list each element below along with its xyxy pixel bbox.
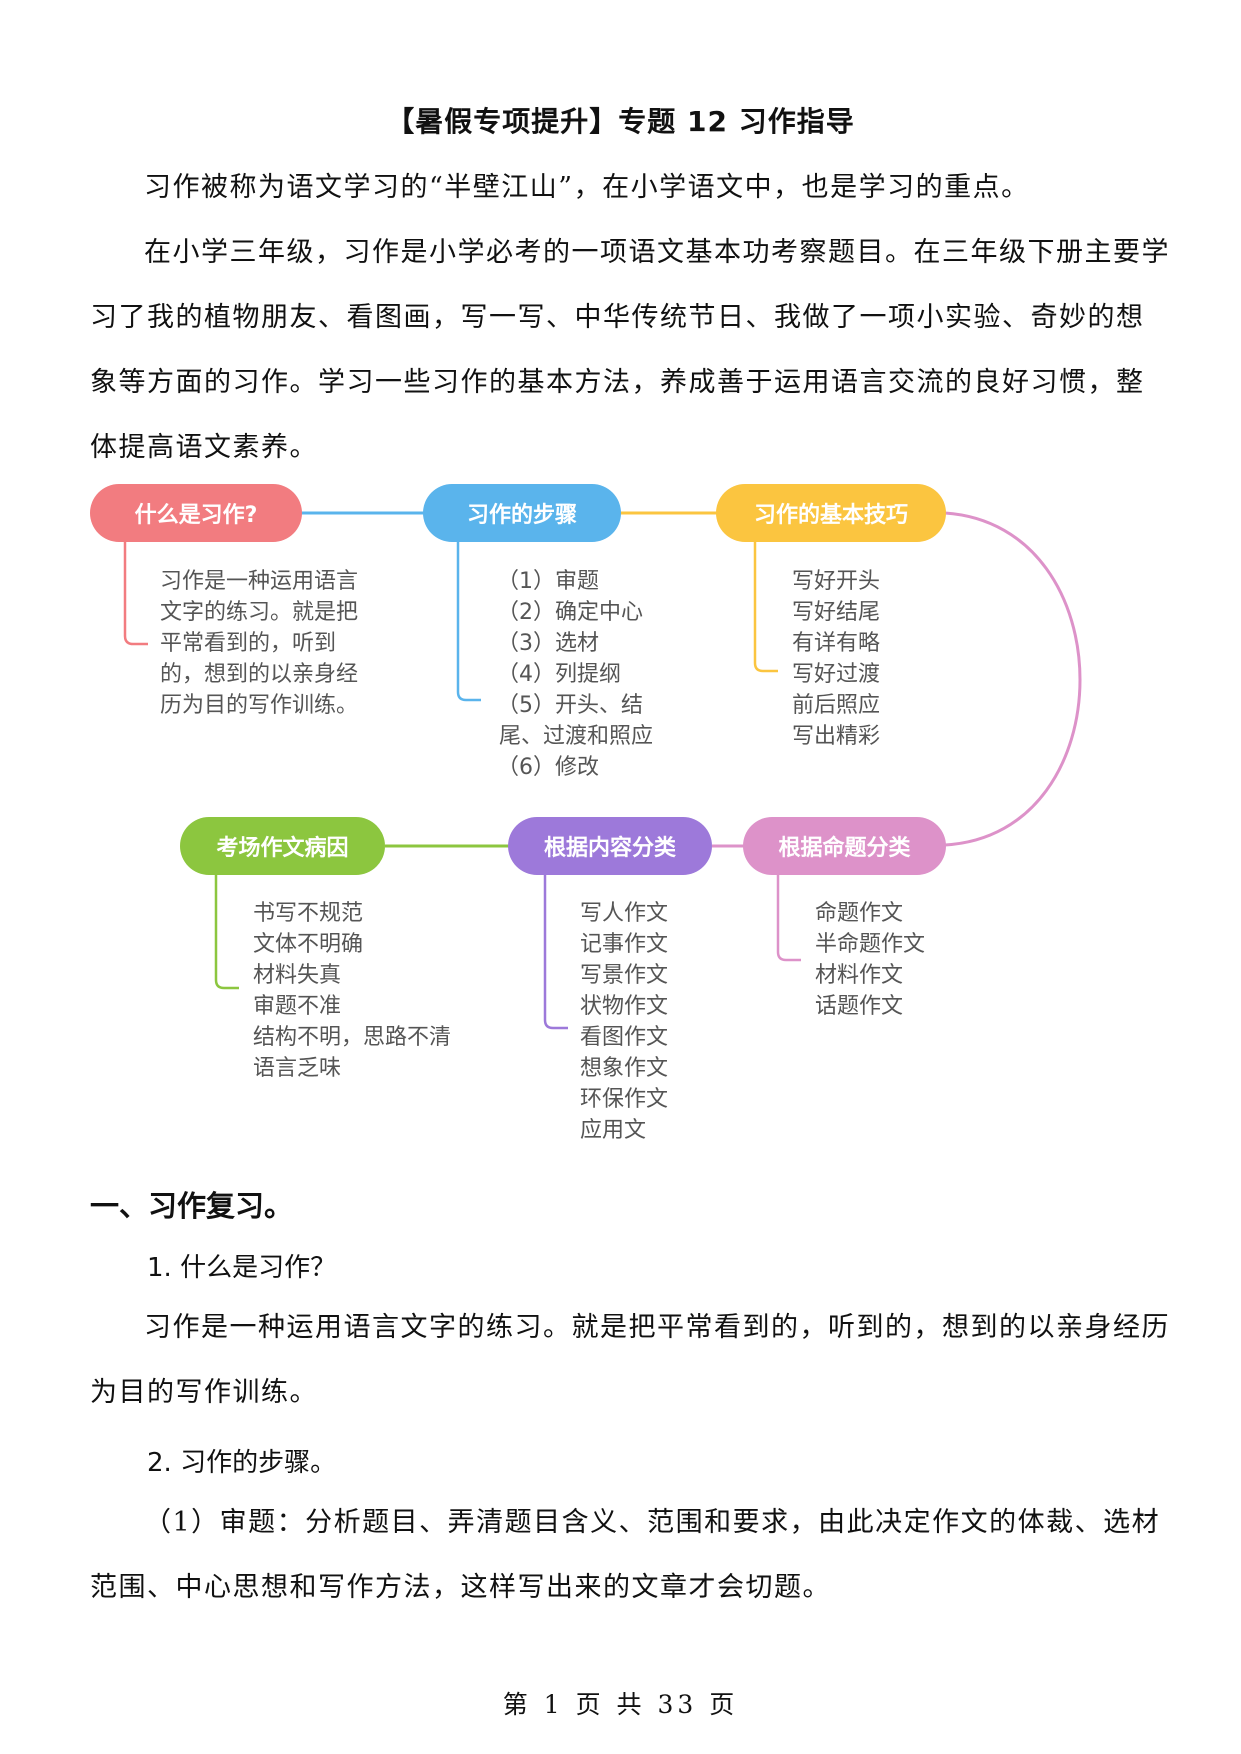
list-item: 语言乏味 [253,1056,342,1081]
list-item: （2）确定中心 [497,600,643,625]
page-footer: 第 1 页 共 33 页 [502,1690,739,1719]
list-item: 文字的练习。就是把 [160,600,359,625]
items-exam-issues: 书写不规范 文体不明确 材料失真 审题不准 结构不明，思路不清 语言乏味 [253,898,451,1084]
list-item: （4）列提纲 [497,662,621,687]
list-item: 状物作文 [580,994,669,1019]
list-item: 写人作文 [580,901,669,926]
items-writing-steps: （1）审题 （2）确定中心 （3）选材 （4）列提纲 （5）开头、结 尾、过渡和… [497,566,653,783]
list-item: 话题作文 [815,994,904,1019]
bracket-3 [753,542,778,673]
connector-arc [944,511,1082,847]
page-title: 【暑假专项提升】专题 12 习作指导 [386,105,855,138]
list-item: 写好过渡 [792,662,881,687]
list-item: 文体不明确 [253,932,364,957]
bracket-5 [543,874,568,1030]
list-item: 材料作文 [815,963,904,988]
list-item: 书写不规范 [253,901,364,926]
list-item: 半命题作文 [815,932,926,957]
list-item: 环保作文 [580,1087,669,1112]
list-item: 前后照应 [792,693,881,718]
node-basic-skills: 习作的基本技巧 [716,484,946,542]
list-item: 平常看到的，听到 [160,631,337,656]
list-item: 记事作文 [580,932,669,957]
intro-paragraph-1: 习作被称为语文学习的“半壁江山”，在小学语文中，也是学习的重点。 [144,172,1030,203]
bracket-2 [456,542,481,702]
node-what-is-writing: 什么是习作? [90,484,302,542]
node-content-category: 根据内容分类 [508,817,712,875]
question-2-text: （1）审题：分析题目、弄清题目含义、范围和要求，由此决定作文的体裁、选材范围、中… [90,1507,1161,1603]
question-1-text: 习作是一种运用语言文字的练习。就是把平常看到的，听到的，想到的以亲身经历为目的写… [90,1312,1170,1408]
list-item: 写好开头 [792,569,881,594]
section-heading: 一、习作复习。 [90,1189,294,1223]
list-item: 尾、过渡和照应 [499,724,654,749]
list-item: （1）审题 [497,569,599,594]
list-item: 写景作文 [580,963,669,988]
list-item: 写好结尾 [792,600,881,625]
node-title-category: 根据命题分类 [743,817,946,875]
list-item: （6）修改 [497,755,599,780]
mind-map: 什么是习作? 习作的步骤 习作的基本技巧 考场作文病因 根据内容分类 根据命题分… [0,470,1241,1150]
bracket-6 [776,874,801,962]
node-writing-steps: 习作的步骤 [423,484,621,542]
list-item: 看图作文 [580,1025,669,1050]
items-basic-skills: 写好开头 写好结尾 有详有略 写好过渡 前后照应 写出精彩 [792,566,880,752]
list-item: 历为目的写作训练。 [160,693,359,718]
bracket-1 [123,542,148,646]
question-2-heading: 2. 习作的步骤。 [147,1448,337,1478]
list-item: 想象作文 [580,1056,669,1081]
list-item: 应用文 [580,1118,647,1143]
list-item: 写出精彩 [792,724,881,749]
list-item: （5）开头、结 [497,693,643,718]
intro-paragraph-2: 在小学三年级，习作是小学必考的一项语文基本功考察题目。在三年级下册主要学习了我的… [90,237,1170,463]
list-item: 有详有略 [792,631,881,656]
list-item: 材料失真 [253,963,342,988]
list-item: 习作是一种运用语言 [160,569,359,594]
question-1-heading: 1. 什么是习作？ [147,1253,337,1283]
bracket-4 [214,874,239,990]
list-item: 命题作文 [815,901,904,926]
list-item: 审题不准 [253,994,342,1019]
mind-map-connectors [123,511,1082,1030]
items-title-category: 命题作文 半命题作文 材料作文 话题作文 [815,898,925,1022]
list-item: （3）选材 [497,631,599,656]
items-content-category: 写人作文 记事作文 写景作文 状物作文 看图作文 想象作文 环保作文 应用文 [580,898,668,1146]
items-what-is-writing: 习作是一种运用语言 文字的练习。就是把 平常看到的，听到 的，想到的以亲身经 历… [160,566,358,721]
list-item: 的，想到的以亲身经 [160,662,359,687]
node-exam-issues: 考场作文病因 [180,817,385,875]
list-item: 结构不明，思路不清 [253,1025,452,1050]
